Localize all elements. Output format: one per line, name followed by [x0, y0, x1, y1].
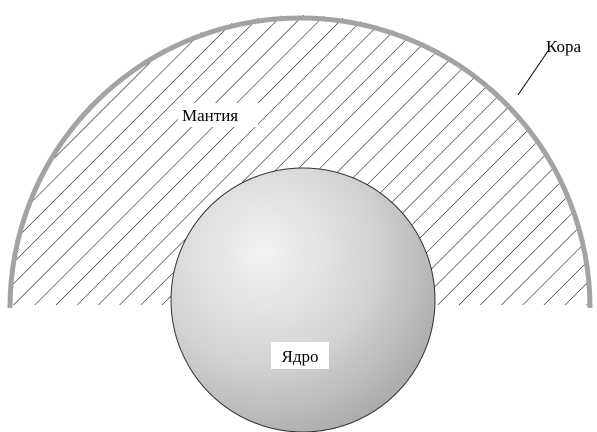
core-sphere	[170, 167, 436, 432]
core-label: Ядро	[282, 347, 319, 366]
crust-label: Кора	[546, 37, 581, 56]
crust-leader-line	[517, 50, 549, 96]
mantle-label-background	[178, 103, 258, 127]
core-label-background	[271, 342, 329, 369]
mantle-label: Мантия	[182, 106, 238, 125]
crust-arc	[7, 15, 593, 309]
